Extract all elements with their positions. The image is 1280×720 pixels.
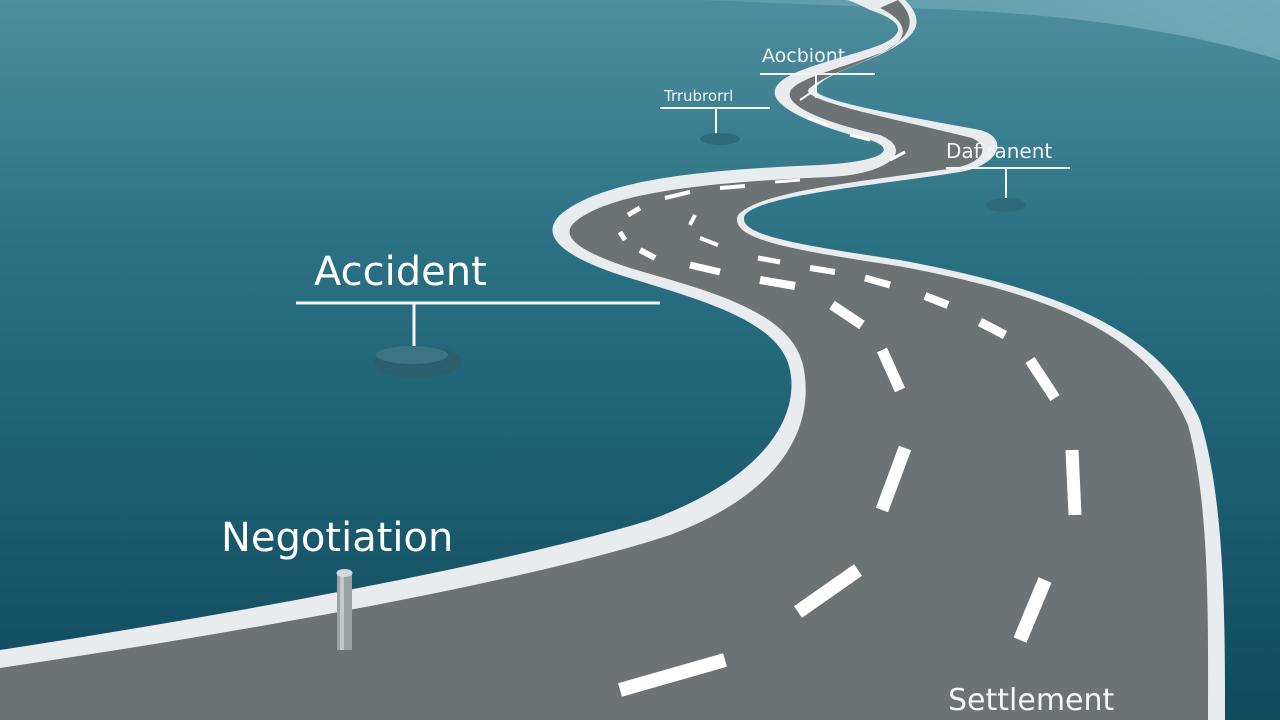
negotiation-post-cap: [336, 569, 353, 577]
lane-dash: [807, 116, 829, 127]
lane-dash: [889, 150, 906, 162]
lane-dash: [626, 205, 642, 218]
lane-dash: [699, 236, 719, 247]
lane-dash: [977, 318, 1008, 339]
lane-dash: [757, 255, 781, 265]
lane-dash: [809, 265, 836, 275]
lane-dash: [1013, 577, 1052, 643]
road-surface: [0, 0, 1209, 720]
negotiation-post: [337, 572, 352, 650]
milestone-label-accident: Accident: [314, 249, 487, 295]
lane-dash: [829, 300, 865, 330]
settlement-far-pad: [986, 198, 1026, 212]
milestone-label-treatment: Trrubrorrl: [664, 87, 734, 105]
lane-dash: [876, 347, 906, 393]
lane-dash: [688, 214, 697, 226]
lane-dash: [617, 230, 628, 242]
treatment-pad: [700, 133, 740, 145]
label-markers: [296, 73, 1070, 348]
lane-dash: [1025, 356, 1060, 402]
accident-main-pad-top: [376, 346, 448, 364]
milestone-label-settlement-far: Dafiranent: [946, 139, 1053, 163]
lane-dash: [638, 247, 657, 261]
negotiation-post-highlight: [340, 572, 344, 650]
lane-dash: [774, 178, 801, 184]
lane-dash: [793, 564, 863, 618]
milestone-label-negotiation: Negotiation: [221, 515, 454, 561]
lane-dash: [618, 653, 727, 697]
lane-dash: [875, 445, 912, 513]
lane-dash: [1065, 449, 1082, 516]
lane-dash: [849, 133, 871, 142]
lane-markings: [617, 91, 1082, 697]
lane-dash: [664, 190, 691, 200]
lane-dash: [799, 91, 813, 101]
lane-dash: [864, 274, 891, 289]
lane-dash: [719, 184, 746, 190]
milestone-label-settlement: Settlement: [948, 683, 1115, 718]
lane-dash: [923, 292, 950, 309]
lane-dash: [759, 276, 796, 290]
far-shore: [0, 0, 1280, 60]
milestone-label-accident-far: Aocbiont: [762, 45, 846, 67]
lane-dash: [689, 261, 721, 276]
